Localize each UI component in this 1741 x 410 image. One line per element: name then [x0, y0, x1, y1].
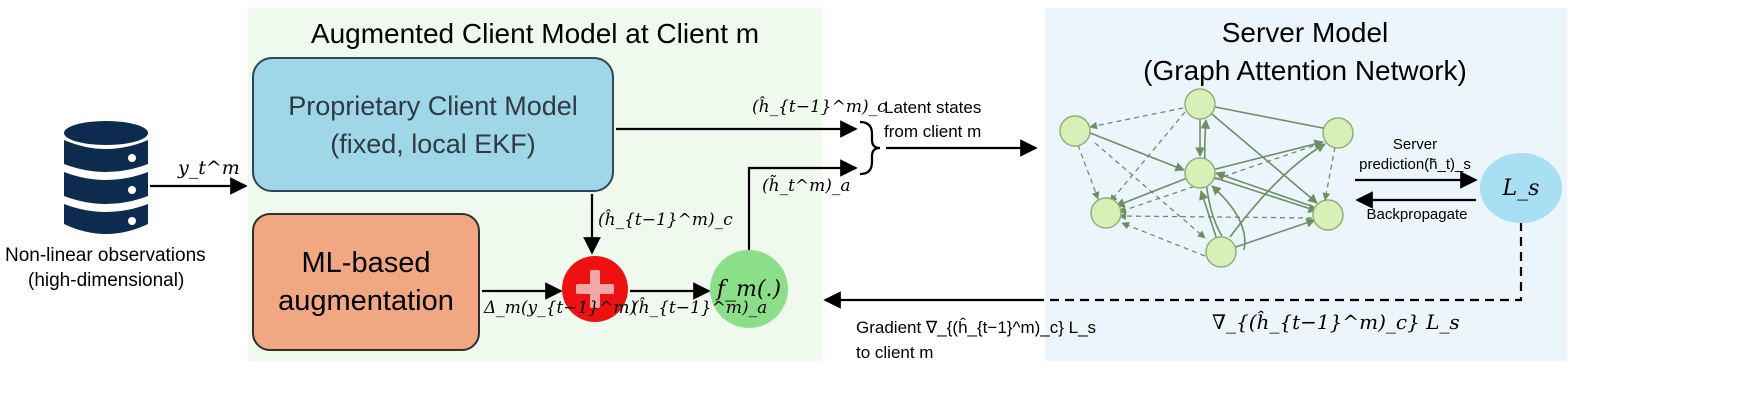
input-label: y_t^m — [178, 157, 240, 179]
loss-circle: L_s — [1480, 153, 1562, 223]
client-title: Augmented Client Model at Client m — [310, 18, 760, 49]
ml-line2: augmentation — [278, 285, 454, 317]
server-title-line2: (Graph Attention Network) — [1143, 55, 1467, 86]
plus-icon — [562, 256, 628, 322]
gradient-line1: Gradient ∇_{(ĥ_{t−1}^m)_c} L_s — [856, 318, 1097, 337]
gat-graph — [1059, 88, 1354, 268]
ml-line1: ML-based — [301, 247, 431, 279]
backpropagate-label: Backpropagate — [1366, 206, 1468, 223]
fm-label: f_m(.) — [716, 276, 782, 302]
gradient-line2: to client m — [856, 343, 934, 362]
gat-node — [1090, 197, 1122, 229]
gat-node — [1312, 199, 1344, 231]
proprietary-line2: (fixed, local EKF) — [330, 128, 536, 159]
gat-node — [1205, 236, 1237, 268]
h-c-down-label: (ĥ_{t−1}^m)_c — [598, 210, 733, 230]
gradient-dashed-path — [1040, 222, 1523, 302]
ml-augmentation-box: ML-based augmentation — [252, 213, 480, 351]
latent-states-line1: Latent states — [884, 98, 982, 117]
database-caption-line1: Non-linear observations — [5, 245, 206, 266]
database-caption-line2: (high-dimensional) — [28, 270, 185, 291]
ls-label: L_s — [1502, 175, 1540, 201]
latent-states-line2: from client m — [884, 122, 982, 141]
proprietary-line1: Proprietary Client Model — [288, 90, 578, 121]
gat-node — [1059, 115, 1091, 147]
h-c-right-label: (ĥ_{t−1}^m)_c — [752, 97, 887, 117]
fm-to-brace-arrow — [747, 159, 858, 250]
prediction-line1: Server — [1392, 136, 1438, 153]
h-tilde-label: (h̃_t^m)_a — [762, 176, 851, 196]
gat-node — [1184, 88, 1216, 120]
delta-label: Δ_m(y_{t−1}^m) — [484, 298, 637, 318]
proprietary-client-model-box: Proprietary Client Model (fixed, local E… — [252, 57, 614, 192]
database-icon — [64, 121, 148, 234]
latent-brace — [859, 120, 881, 176]
gat-node — [1322, 117, 1354, 149]
fm-circle: f_m(.) — [710, 250, 788, 328]
h-a-label: (ĥ_{t−1}^m)_a — [632, 298, 768, 318]
server-title-line1: Server Model — [1221, 17, 1389, 48]
gat-node — [1184, 157, 1216, 189]
prediction-line2: prediction(h̃_t)_s — [1359, 156, 1471, 173]
server-gradient-label: ∇_{(ĥ_{t−1}^m)_c} L_s — [1212, 310, 1460, 334]
